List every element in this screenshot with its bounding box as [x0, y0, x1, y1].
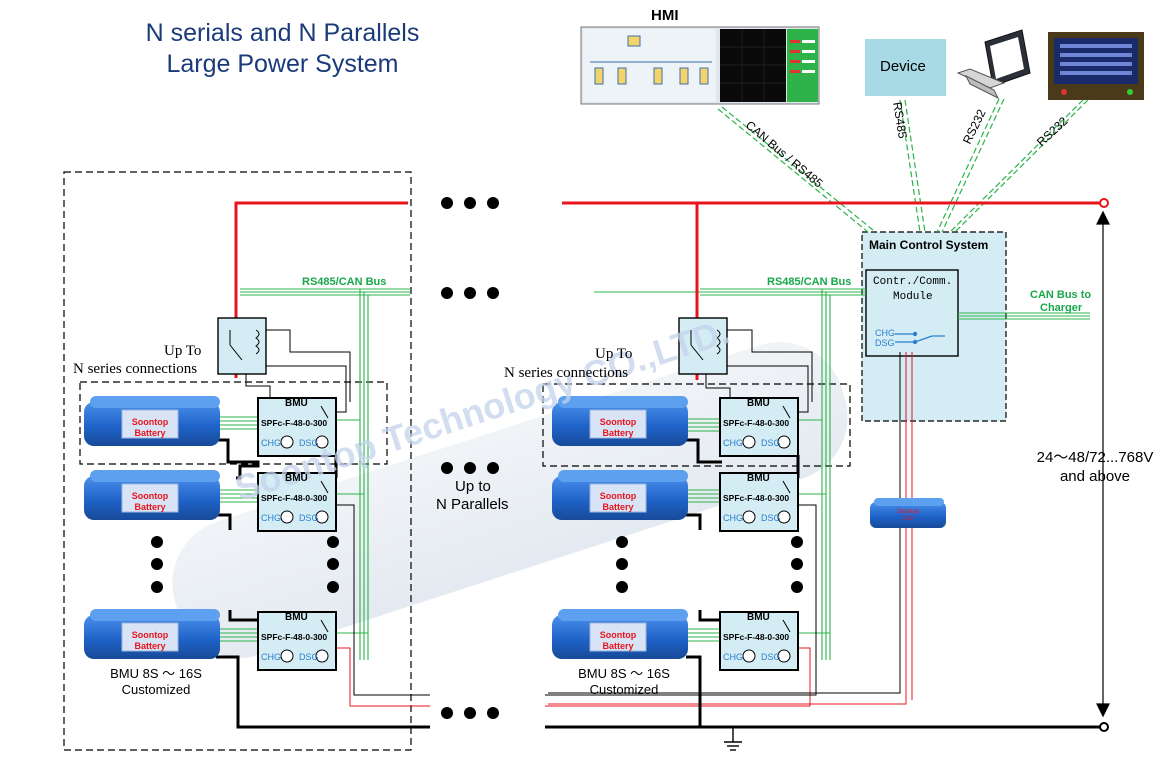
aux-battery — [870, 498, 946, 528]
bmu-chg-right-2: CHG — [723, 513, 743, 523]
series-connection-box-right — [542, 383, 851, 467]
bmu-model-left-1: SPFc-F-48-0-300 — [261, 418, 328, 428]
bus-label-right: RS485/CAN Bus — [767, 276, 852, 288]
bmu-title-left-1: BMU — [285, 398, 308, 409]
lcd-panel-icon — [1048, 32, 1144, 100]
bmu-chg-right-3: CHG — [723, 652, 743, 662]
can-to-charger-line-2: Charger — [1040, 302, 1083, 314]
continuation-dots — [151, 197, 803, 719]
bmu-model-right-2: SPFc-F-48-0-300 — [723, 493, 790, 503]
title-line-1: N serials and N Parallels — [145, 19, 420, 47]
negative-bus — [216, 438, 1100, 729]
series-label-left-1: Up To — [164, 343, 202, 359]
bmu-dsg-right-3: DSG — [761, 652, 781, 662]
parallels-label-2: N Parallels — [436, 496, 509, 513]
parallels-label-1: Up to — [455, 478, 491, 495]
relay-right — [678, 317, 728, 375]
bmu-chg-right-1: CHG — [723, 438, 743, 448]
device-label: Device — [880, 58, 926, 75]
series-label-left-2: N series connections — [73, 361, 198, 377]
control-chg-label: CHG — [875, 328, 895, 338]
bmu-chg-left-1: CHG — [261, 438, 281, 448]
bmu-dsg-left-3: DSG — [299, 652, 319, 662]
bmu-dsg-left-1: DSG — [299, 438, 319, 448]
bmu-model-left-3: SPFc-F-48-0-300 — [261, 632, 328, 642]
bmu-dsg-right-2: DSG — [761, 513, 781, 523]
computer-icon — [956, 29, 1031, 100]
series-connection-box-left — [79, 381, 388, 465]
series-label-right-1: Up To — [595, 346, 633, 362]
bmu-chg-left-2: CHG — [261, 513, 281, 523]
control-module-line-2: Module — [893, 291, 933, 303]
bmu-dsg-right-1: DSG — [761, 438, 781, 448]
bmu-title-right-2: BMU — [747, 473, 770, 484]
voltage-arrow — [1096, 210, 1110, 718]
control-module-line-1: Contr./Comm. — [873, 276, 953, 288]
bmu-model-left-2: SPFc-F-48-0-300 — [261, 493, 328, 503]
device-box — [865, 39, 946, 96]
title-line-2: Large Power System — [166, 50, 399, 78]
bmu-title-right-3: BMU — [747, 612, 770, 623]
bmu-title-left-2: BMU — [285, 473, 308, 484]
bmu-chg-left-3: CHG — [261, 652, 281, 662]
hmi-screen — [580, 26, 820, 105]
bmu-dsg-left-2: DSG — [299, 513, 319, 523]
bmu-title-right-1: BMU — [747, 398, 770, 409]
control-dsg-label: DSG — [875, 338, 895, 348]
bus-label-left: RS485/CAN Bus — [302, 276, 387, 288]
can-to-charger-line-1: CAN Bus to — [1030, 289, 1092, 301]
ground-icon — [724, 727, 742, 751]
bmu-model-right-1: SPFc-F-48-0-300 — [723, 418, 790, 428]
hmi-label: HMI — [651, 7, 679, 24]
diagram-title: N serials and N Parallels Large Power Sy… — [110, 18, 455, 80]
relay-left — [217, 317, 267, 375]
main-control-title: Main Control System — [869, 238, 989, 252]
bmu-model-right-3: SPFc-F-48-0-300 — [723, 632, 790, 642]
series-label-right-2: N series connections — [504, 365, 629, 381]
bmu-title-left-3: BMU — [285, 612, 308, 623]
